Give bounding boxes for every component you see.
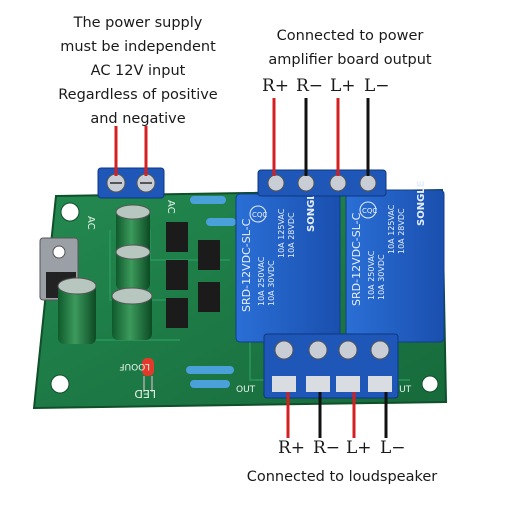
mounting-hole [50, 374, 70, 394]
relay-1: SRD-12VDC-SL-C 10A 250VAC 10A 30VDC 10A … [235, 186, 341, 343]
caption-line: The power supply [73, 15, 203, 31]
caption-line: amplifier board output [268, 52, 432, 68]
silkscreen-ac-right: AC [165, 200, 176, 214]
silkscreen-part: LOOUF [119, 361, 150, 371]
silkscreen-out-right: OUT [392, 385, 412, 395]
resistor-group [186, 196, 236, 388]
power-input-caption: The power supply must be independent AC … [40, 12, 236, 132]
mounting-hole [60, 202, 80, 222]
electrolytic-capacitor [57, 277, 97, 344]
top-terminal-label: L− [364, 76, 390, 96]
speaker-terminal-block [263, 333, 399, 399]
loudspeaker-caption: Connected to loudspeaker [246, 469, 438, 485]
relay-cert: CQC [362, 207, 377, 215]
relay-model: SRD-12VDC-SL-C [350, 212, 363, 306]
electrolytic-capacitor [111, 287, 153, 340]
relay-rating: 10A 125VAC [387, 204, 396, 254]
relay-rating: 10A 30VDC [377, 254, 386, 300]
relay-model: SRD-12VDC-SL-C [240, 218, 253, 312]
top-terminal-label: L+ [330, 76, 356, 96]
caption-line: Regardless of positive [58, 87, 218, 103]
silkscreen-out-left: OUT [236, 385, 256, 395]
relay-rating: 10A 28VDC [287, 212, 296, 258]
bottom-terminal-label: L+ [346, 438, 372, 458]
relay-rating: 10A 28VDC [397, 208, 406, 254]
led-indicator [142, 358, 154, 392]
amplifier-output-caption: Connected to power amplifier board outpu… [232, 24, 468, 72]
silkscreen-led: LED [134, 387, 156, 400]
top-terminal-label: R+ [262, 76, 290, 96]
caption-line: Connected to power [276, 28, 424, 44]
silkscreen-ac-left: AC [85, 216, 96, 230]
caption-line: AC 12V input [90, 63, 186, 79]
relay-rating: 10A 125VAC [277, 208, 286, 258]
top-terminal-label: R− [296, 76, 324, 96]
electrolytic-capacitor [115, 204, 151, 256]
electrolytic-capacitor [115, 244, 151, 290]
relay-cert: CQC [252, 211, 267, 219]
relay-rating: 10A 250VAC [367, 250, 376, 300]
caption-line: and negative [90, 111, 186, 127]
ac-input-terminal-block [97, 167, 165, 199]
bottom-terminal-label: L− [380, 438, 406, 458]
transistor-group [166, 222, 220, 328]
caption-line: must be independent [60, 39, 216, 55]
relay-brand: SONGLE [306, 186, 317, 232]
amplifier-terminal-block [257, 169, 387, 197]
relay-rating: 10A 250VAC [257, 256, 266, 306]
relay-brand: SONGLE [416, 180, 427, 226]
mounting-hole [421, 375, 439, 393]
relay-2: SRD-12VDC-SL-C 10A 250VAC 10A 30VDC 10A … [345, 180, 445, 343]
relay-rating: 10A 30VDC [267, 260, 276, 306]
bottom-terminal-label: R+ [278, 438, 306, 458]
bottom-terminal-label: R− [313, 438, 341, 458]
